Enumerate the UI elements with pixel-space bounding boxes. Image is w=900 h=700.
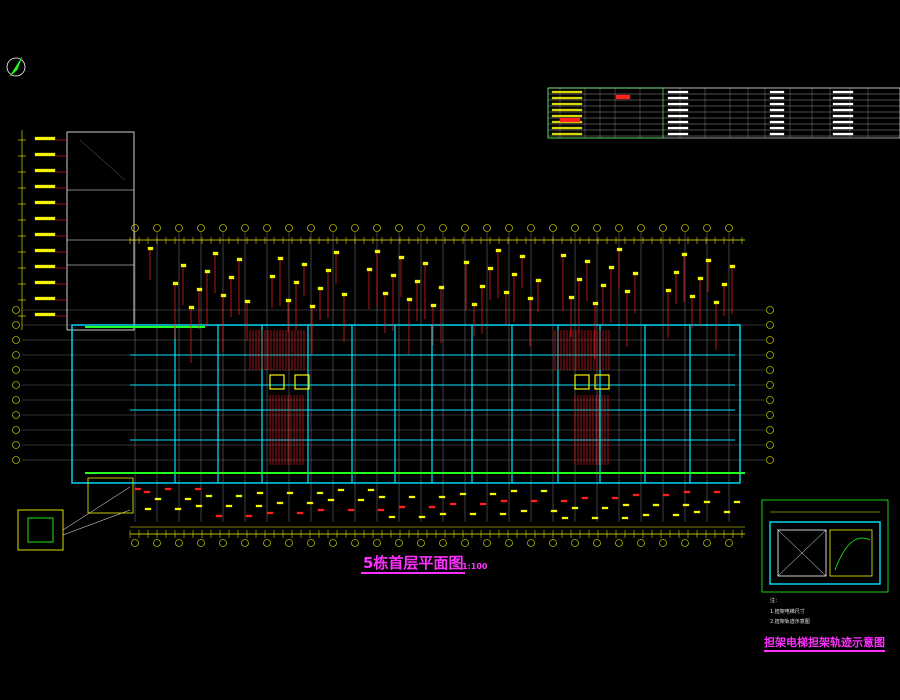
note-line-1: 1.担架电梯尺寸 (770, 609, 805, 615)
note-heading: 注： (770, 598, 781, 604)
plan-title: 5栋首层平面图 (361, 554, 466, 574)
plan-scale: 1:100 (462, 562, 488, 571)
north-arrow-icon (6, 56, 26, 77)
main-floor-plan (12, 224, 774, 547)
elevation-column (18, 130, 135, 331)
note-line-2: 2.担架轨迹示意图 (770, 619, 810, 625)
elevator-detail-drawing (761, 499, 889, 593)
detail-drawing-left (17, 477, 134, 551)
legend-table (547, 87, 900, 139)
elevator-diagram-title: 担架电梯担架轨迹示意图 (764, 636, 885, 652)
